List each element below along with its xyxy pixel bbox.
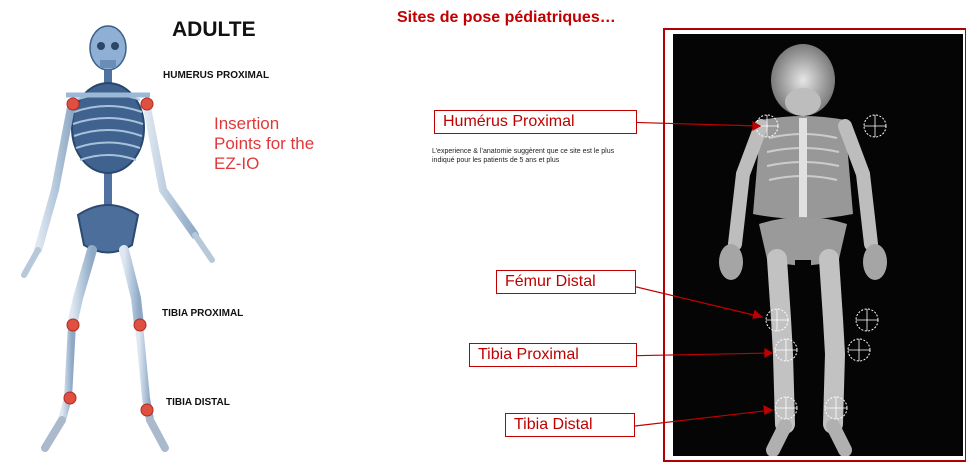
- child-xray-image: [719, 44, 887, 456]
- pediatric-sites-title: Sites de pose pédiatriques…: [397, 9, 616, 26]
- site-box-tibia-distal: Tibia Distal: [505, 413, 635, 437]
- site-box-tibia-proximal: Tibia Proximal: [469, 343, 637, 367]
- label-tibia-proximal: TIBIA PROXIMAL: [162, 308, 244, 319]
- adult-title: ADULTE: [172, 18, 256, 41]
- humerus-note-text: L’experience & l’anatomie suggèrent que …: [432, 148, 615, 164]
- label-humerus-proximal: HUMERUS PROXIMAL: [163, 70, 270, 81]
- insertion-points-text: Insertion Points for the EZ-IO: [214, 114, 315, 173]
- label-tibia-distal: TIBIA DISTAL: [166, 397, 230, 408]
- adult-skeleton-illustration: [21, 25, 215, 452]
- site-box-femur-distal: Fémur Distal: [496, 270, 636, 294]
- site-box-humerus-proximal: Humérus Proximal: [434, 110, 637, 134]
